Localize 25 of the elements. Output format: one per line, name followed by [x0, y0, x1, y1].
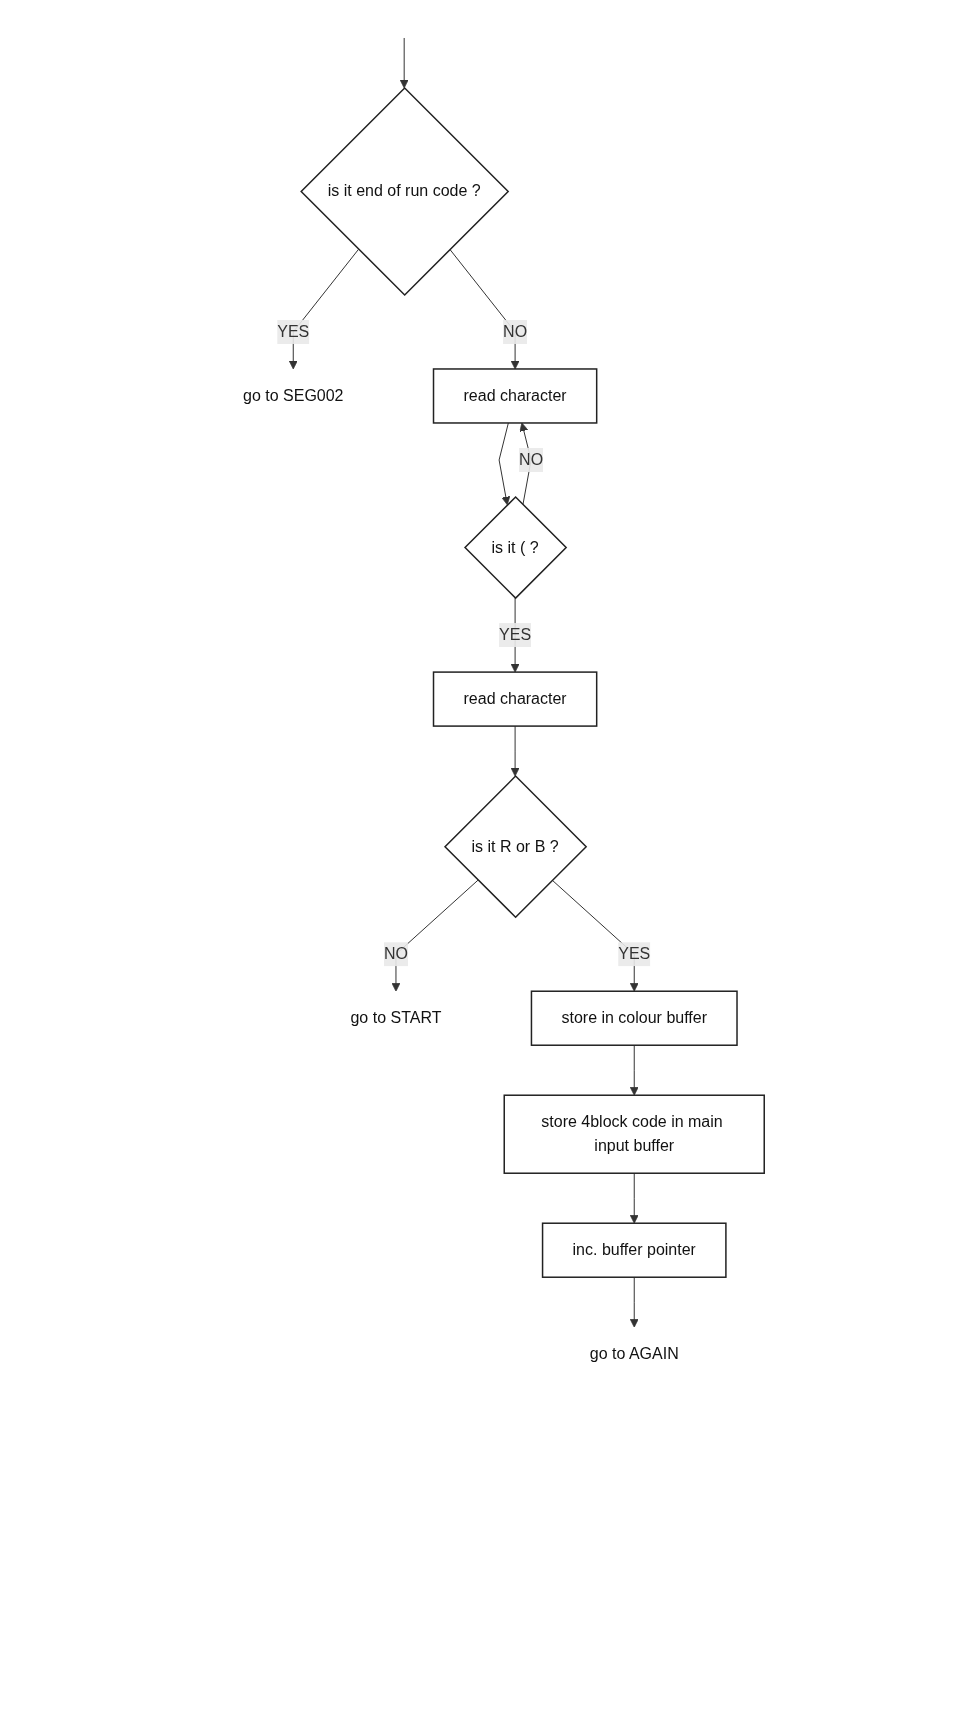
- edge-label: NO: [518, 450, 543, 468]
- arrow: [399, 37, 409, 89]
- node-box: store in colour buffer: [530, 990, 738, 1046]
- node-text: go to AGAIN: [589, 1345, 679, 1363]
- arrow: [629, 1276, 639, 1328]
- node-diamond: is it ( ?: [463, 495, 568, 600]
- edge-label: NO: [383, 945, 408, 963]
- node-diamond: is it R or B ?: [443, 775, 588, 919]
- node-text: go to SEG002: [242, 386, 344, 404]
- edge-label: YES: [618, 945, 651, 963]
- arrow: [629, 1172, 639, 1224]
- node-box: inc. buffer pointer: [541, 1222, 727, 1278]
- arrow: [510, 725, 520, 777]
- arrow: [449, 248, 520, 370]
- arrow: [391, 879, 479, 992]
- node-box: store 4block code in main input buffer: [503, 1094, 765, 1174]
- node-box: read character: [432, 368, 598, 424]
- node-text: go to START: [350, 1009, 442, 1027]
- edge-label: NO: [502, 322, 527, 340]
- edge-label: YES: [277, 322, 310, 340]
- arrow: [629, 1044, 639, 1096]
- node-box: read character: [432, 671, 598, 727]
- node-diamond: is it end of run code ?: [300, 86, 510, 297]
- arrow: [498, 422, 511, 506]
- edge-label: YES: [498, 626, 531, 644]
